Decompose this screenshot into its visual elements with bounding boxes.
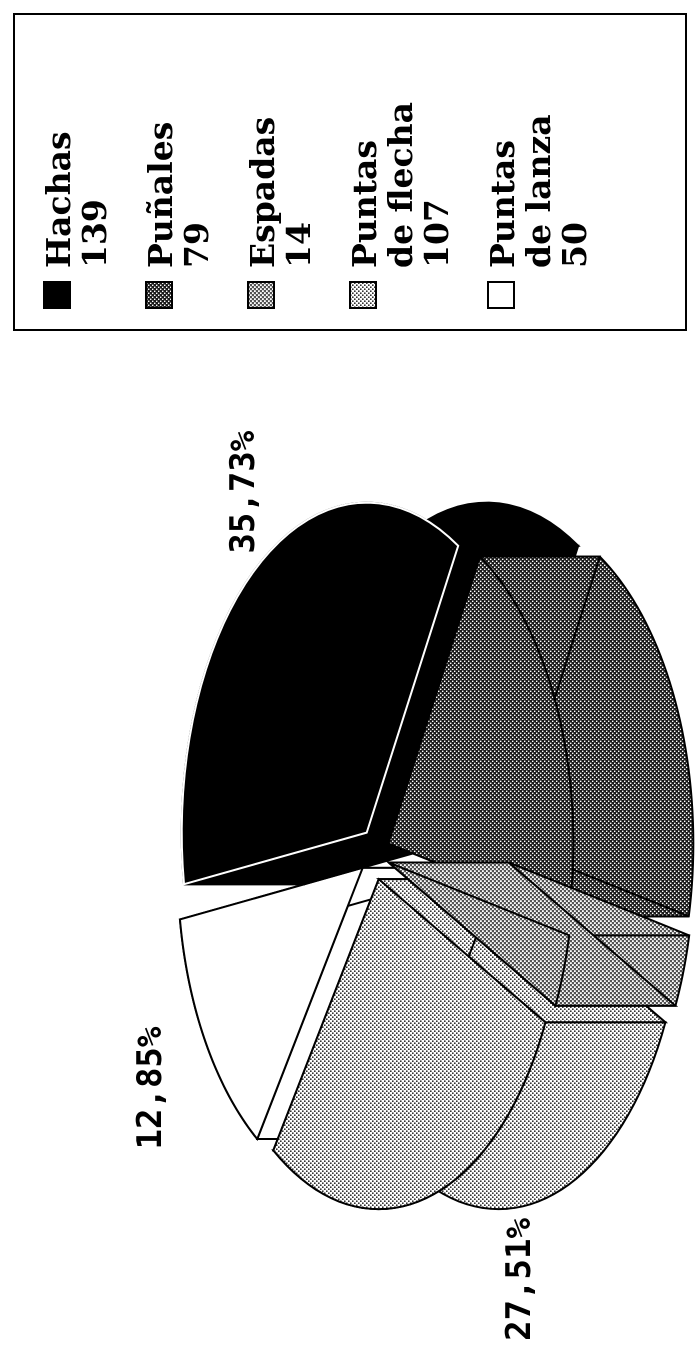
legend-text-hachas: Hachas xyxy=(39,131,78,268)
legend-text-puntas-de-flecha: de flecha xyxy=(381,102,420,268)
slice-top-puntas-de-lanza xyxy=(178,866,365,1142)
legend-swatch-puntas-de-lanza xyxy=(487,281,515,309)
legend-text-puntas-de-lanza: Puntas xyxy=(483,140,522,268)
slice-top-punales xyxy=(387,554,575,918)
legend-text-hachas: 139 xyxy=(75,199,114,268)
slice-top-puntas-de-flecha xyxy=(272,877,547,1211)
legend-swatch-puntas-de-flecha xyxy=(349,281,377,309)
percent-labels: 35,73%20,31%3,60%27,51%12,85% xyxy=(130,430,539,1341)
percent-label-puntas-de-lanza: 12,85% xyxy=(130,1026,170,1149)
legend-text-punales: 79 xyxy=(177,222,216,268)
legend-swatch-punales xyxy=(145,281,173,309)
percent-label-puntas-de-flecha: 27,51% xyxy=(499,1217,539,1340)
slice-top-espadas xyxy=(388,861,571,1008)
legend-frame xyxy=(13,13,687,331)
legend-swatch-espadas xyxy=(247,281,275,309)
legend-text-punales: Puñales xyxy=(141,122,180,268)
slice-top-hachas xyxy=(180,501,460,886)
legend-text-espadas: 14 xyxy=(279,222,318,268)
slice-espadas xyxy=(386,861,691,1008)
legend-text-espadas: Espadas xyxy=(243,117,282,268)
legend-swatch-hachas xyxy=(43,281,71,309)
legend-text-puntas-de-flecha: Puntas xyxy=(345,140,384,268)
percent-label-hachas: 35,73% xyxy=(223,430,263,553)
legend-text-puntas-de-lanza: de lanza xyxy=(519,114,558,268)
legend-text-puntas-de-lanza: 50 xyxy=(555,222,594,268)
pie-slices xyxy=(178,501,695,1211)
legend-text-puntas-de-flecha: 107 xyxy=(417,199,456,268)
